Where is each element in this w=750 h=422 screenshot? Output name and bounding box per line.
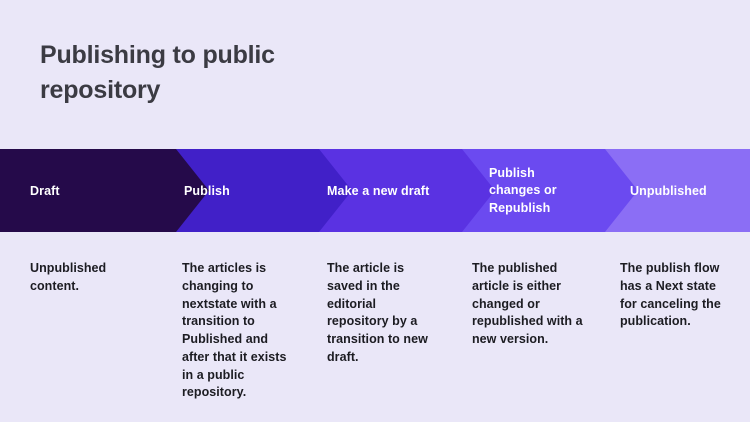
step-description-publish: The articles is changing to nextstate wi… bbox=[182, 261, 287, 400]
step-description-draft: Unpublished content. bbox=[30, 261, 107, 293]
step-description-unpublished: The publish flow has a Next state for ca… bbox=[620, 261, 721, 329]
chevron-shape-1 bbox=[0, 149, 209, 232]
step-label-publish: Publish bbox=[184, 184, 230, 198]
step-description-make-a-new-draft: The article is saved in the editorial re… bbox=[327, 261, 428, 364]
chevron-process-band: Draft Publish Make a new draft Publish c… bbox=[0, 149, 750, 232]
page-title: Publishing to public repository bbox=[40, 41, 275, 104]
step-label-unpublished: Unpublished bbox=[630, 184, 707, 198]
step-label-make-a-new-draft: Make a new draft bbox=[327, 184, 430, 198]
chevron-shapes bbox=[0, 149, 750, 232]
step-label-publish-changes-or-republish: Publish changes or Republish bbox=[489, 166, 557, 215]
chevron-shape-3 bbox=[286, 149, 495, 232]
step-description-publish-changes-or-republish: The published article is either changed … bbox=[472, 261, 583, 346]
step-label-draft: Draft bbox=[30, 184, 60, 198]
chevron-shape-2 bbox=[143, 149, 352, 232]
chevron-shape-4 bbox=[429, 149, 638, 232]
